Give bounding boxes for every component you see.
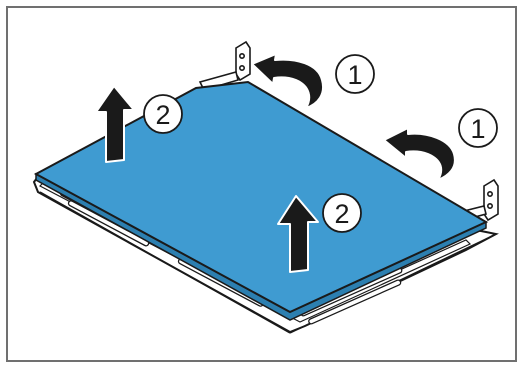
curved-push-arrow-icon [383, 127, 456, 181]
callout-lift-center-label: 2 [334, 199, 349, 229]
callout-hinge-left-label: 1 [347, 60, 362, 90]
callout-hinge-left: 1 [335, 54, 375, 94]
callout-lift-top: 2 [143, 94, 183, 134]
callout-lift-top-label: 2 [155, 100, 170, 130]
blue-panel [33, 80, 489, 321]
callout-lift-center: 2 [322, 193, 362, 233]
curved-push-arrow-icon [251, 53, 324, 109]
hinge-left [198, 40, 251, 91]
callout-hinge-right: 1 [458, 108, 498, 148]
up-arrow-icon [95, 85, 135, 163]
callout-hinge-right-label: 1 [470, 114, 485, 144]
tray-edge-line [39, 191, 291, 334]
up-arrow-icon [277, 195, 319, 273]
panel-top [33, 80, 489, 314]
